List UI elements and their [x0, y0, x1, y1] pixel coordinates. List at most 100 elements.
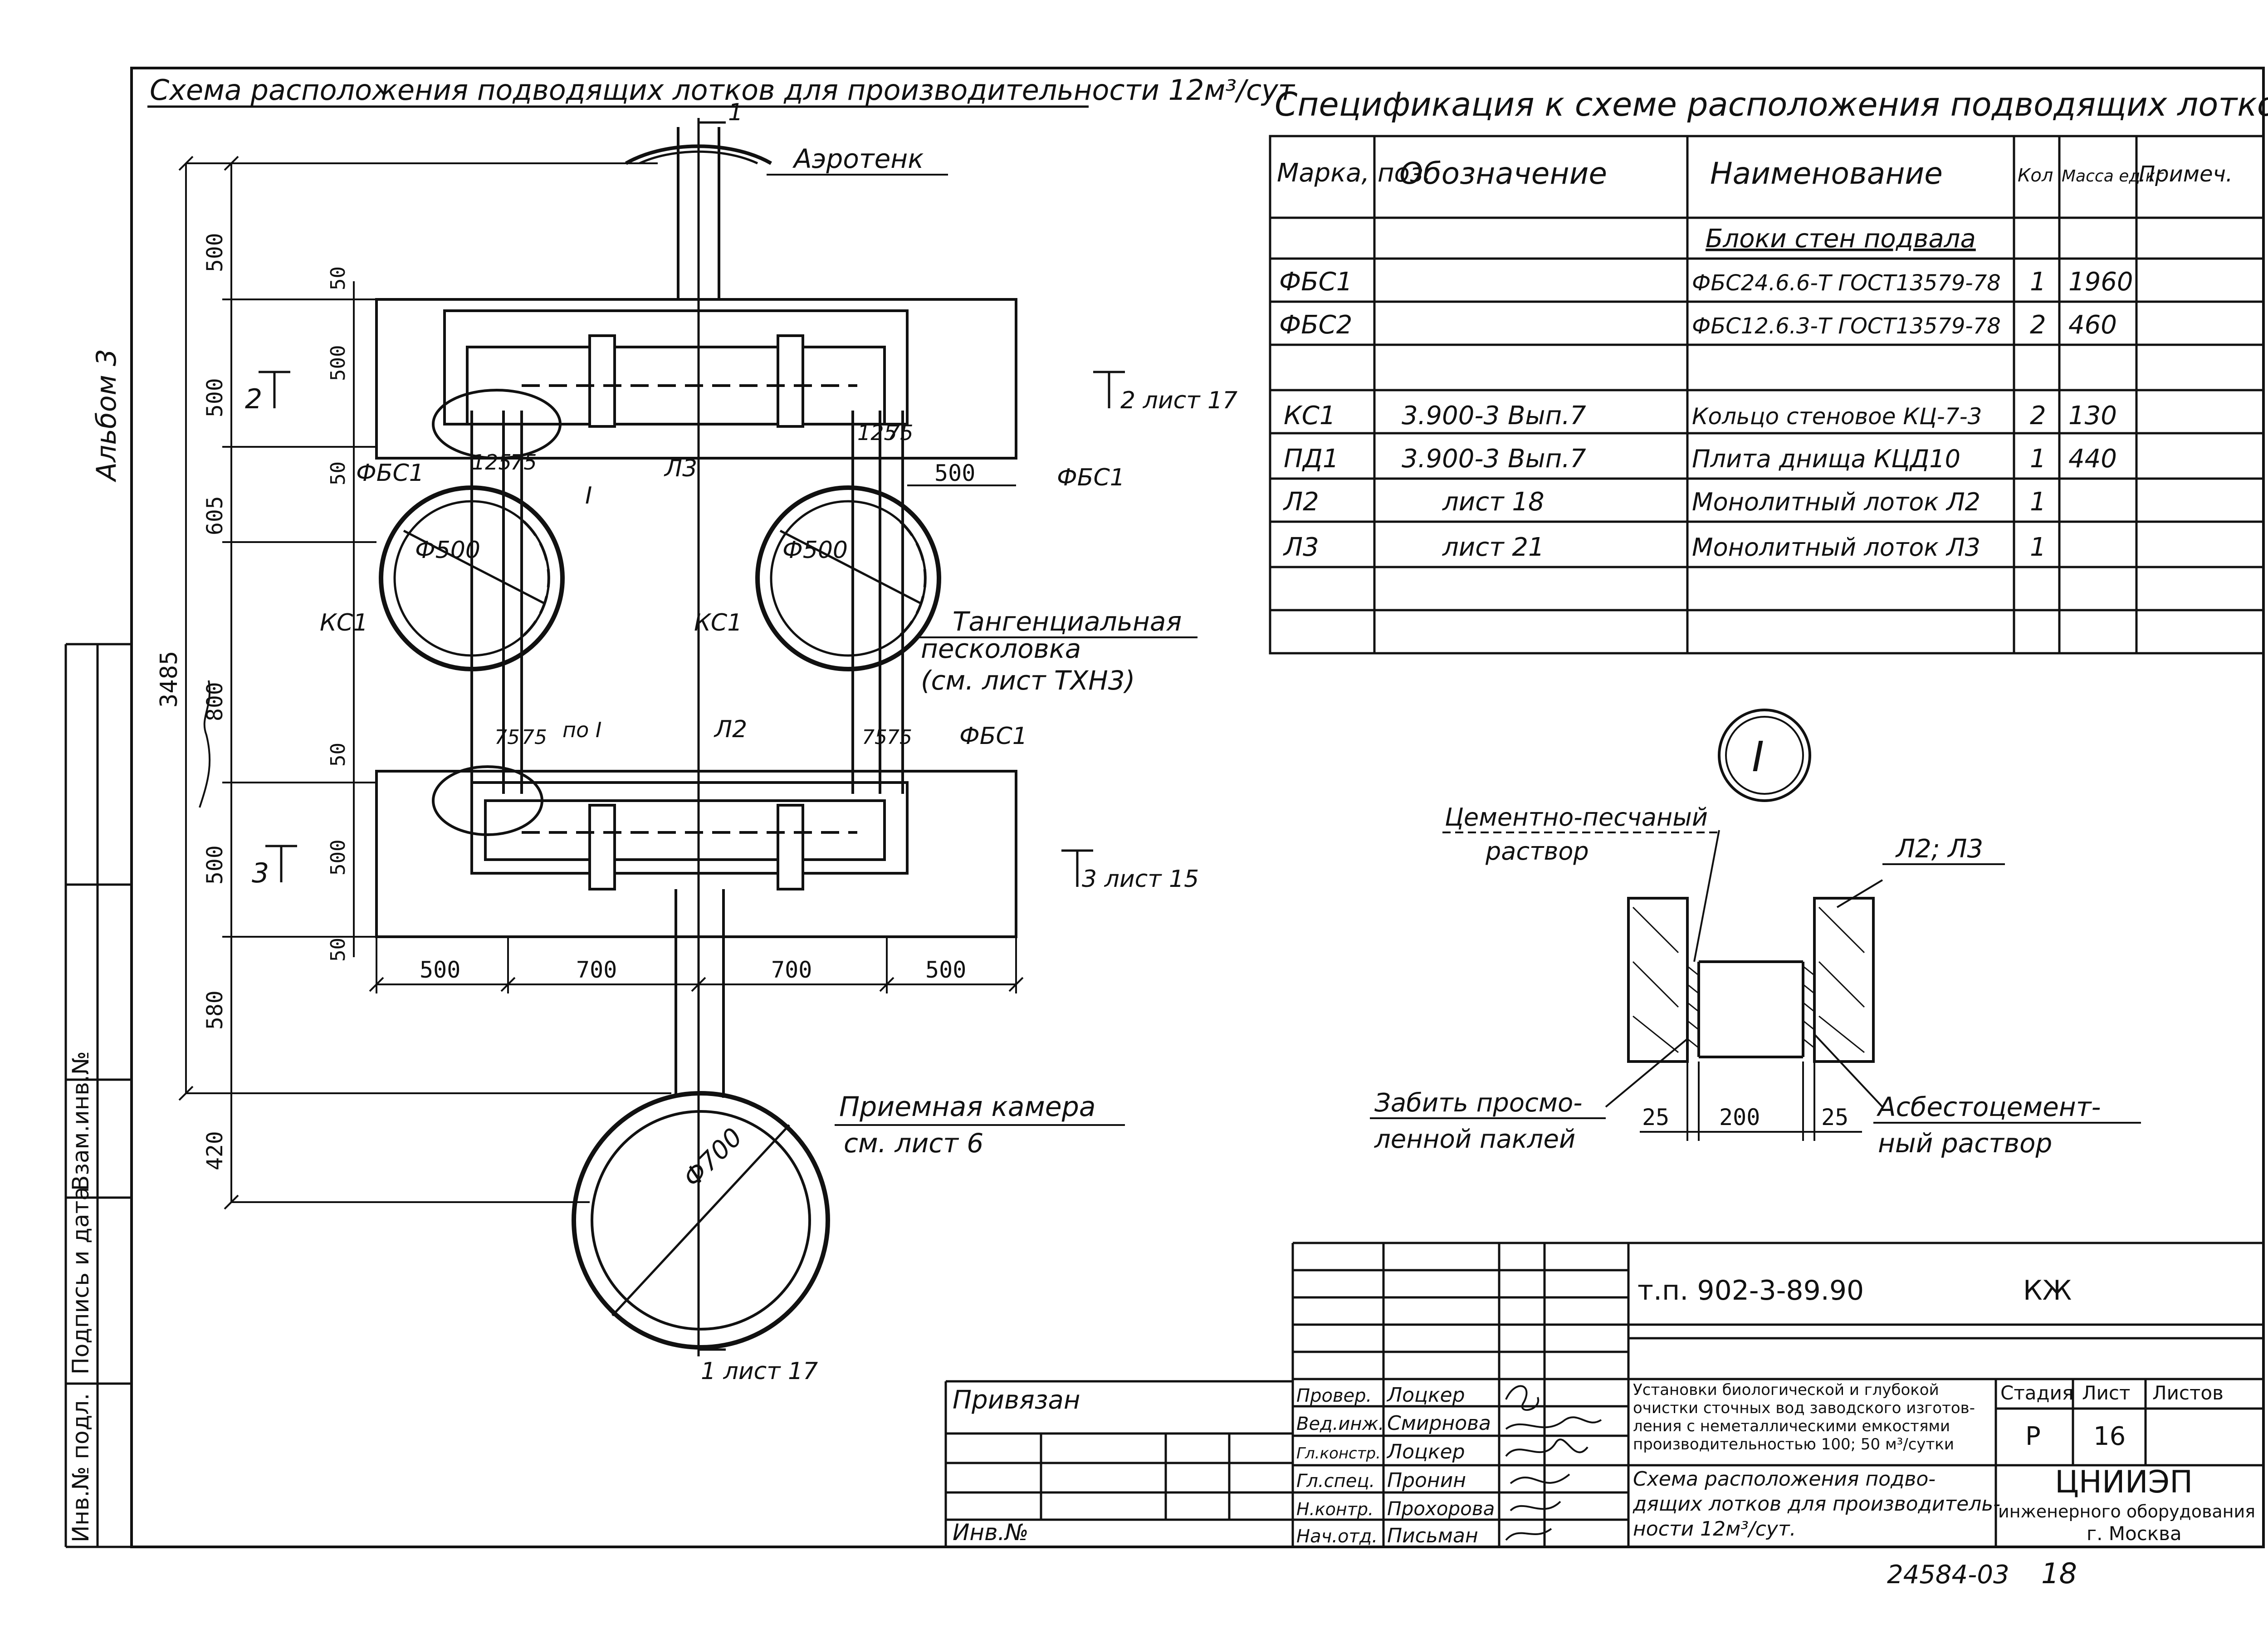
stamp-attached: Привязан	[953, 1385, 1080, 1415]
strip-sign-label: Подпись и дата	[68, 1187, 94, 1375]
spec-row-6-name: Монолитный лоток Л2	[1692, 488, 1980, 516]
spec-row-0-name: Блоки стен подвала	[1706, 224, 1976, 254]
spec-row-5-designation: 3.900-3 Вып.7	[1402, 444, 1586, 474]
spec-row-4-designation: 3.900-3 Вып.7	[1402, 401, 1586, 431]
dim-75-left-low-2: 75	[522, 726, 547, 749]
detail-tow-1: Забить просмо-	[1374, 1088, 1583, 1118]
spec-row-4-name: Кольцо стеновое КЦ-7-3	[1692, 403, 1982, 430]
stamp-org-city: г. Москва	[2087, 1522, 2182, 1545]
role-5: Нач.отд.	[1296, 1526, 1378, 1547]
detail-tow-2: ленной паклей	[1374, 1125, 1575, 1154]
label-tangential: Тангенциальная	[953, 606, 1182, 637]
dim-h-700-1: 700	[576, 957, 617, 983]
label-sandtrap-ref: (см. лист ТХН3)	[921, 665, 1135, 696]
stamp-grid	[944, 1242, 2263, 1547]
detail-cement-2: раствор	[1485, 837, 1589, 866]
spec-row-7-qty: 1	[2030, 533, 2046, 562]
spec-rows: Блоки стен подвала ФБС1 ФБС24.6.6-Т ГОСТ…	[1279, 224, 2133, 562]
spec-header-mass: Масса ед.кг	[2062, 167, 2164, 186]
label-phi500-left: Ф500	[415, 537, 480, 564]
label-receiving: Приемная камера	[839, 1091, 1096, 1123]
cut-2-left: 2	[245, 383, 262, 415]
stamp-stage: Р	[2025, 1422, 2041, 1451]
dimension-lines	[178, 156, 1024, 1210]
stamp-desc-4: производительностью 100; 50 м³/сутки	[1633, 1435, 1954, 1453]
spec-row-2-mark: ФБС2	[1279, 310, 1352, 340]
spec-header-qty: Кол	[2018, 165, 2053, 186]
dim-125-right: 125	[857, 421, 897, 445]
stamp-sheet-number: 16	[2093, 1422, 2126, 1451]
spec-row-4-mass: 130	[2068, 401, 2117, 431]
spec-row-6-designation: лист 18	[1442, 487, 1545, 517]
stamp-mark: КЖ	[2023, 1275, 2072, 1306]
label-fbs1-right: ФБС1	[1057, 464, 1125, 491]
stamp-desc-2: очистки сточных вод заводского изготов-	[1633, 1399, 1975, 1417]
cut-2-right: 2 лист 17	[1120, 387, 1237, 414]
detail-dim-25-left: 25	[1642, 1104, 1669, 1130]
section-lines	[259, 118, 1125, 1356]
stamp-org-dept: инженерного оборудования	[1998, 1502, 2255, 1521]
footer-code: 24584-03	[1887, 1560, 2009, 1590]
left-strip	[64, 643, 132, 1548]
role-1-name: Смирнова	[1387, 1412, 1491, 1435]
dim-i-500-2: 500	[327, 840, 350, 876]
spec-header-designation: Обозначение	[1399, 156, 1607, 191]
label-sandtrap: песколовка	[921, 633, 1081, 664]
label-node-i: I	[585, 482, 592, 509]
dim-i-50-3: 50	[327, 743, 350, 767]
dim-h-500-1: 500	[420, 957, 460, 983]
stamp-sheet-title-1: Схема расположения подво-	[1633, 1468, 1936, 1491]
stamp-sheets-label: Листов	[2152, 1382, 2224, 1404]
dim-h-500-right: 500	[934, 460, 975, 486]
role-2: Гл.констр.	[1296, 1444, 1381, 1463]
label-phi700: Ф700	[678, 1122, 748, 1193]
role-2-name: Лоцкер	[1386, 1440, 1465, 1463]
role-3: Гл.спец.	[1296, 1471, 1375, 1492]
dim-i-50-2: 50	[327, 461, 350, 485]
dim-v-420: 420	[202, 1131, 228, 1170]
role-4: Н.контр.	[1296, 1499, 1374, 1519]
dim-total-3485: 3485	[156, 651, 183, 708]
detail-asb-1: Асбестоцемент-	[1876, 1091, 2101, 1122]
dim-h-700-2: 700	[771, 957, 812, 983]
spec-row-2-name: ФБС12.6.3-Т ГОСТ13579-78	[1692, 313, 2001, 339]
detail-cement-1: Цементно-песчаный	[1445, 803, 1708, 832]
spec-row-4-qty: 2	[2030, 401, 2046, 431]
spec-row-6-mark: Л2	[1283, 487, 1319, 517]
plan-title: Схема расположения подводящих лотков для…	[150, 73, 1295, 107]
spec-table-grid	[1269, 135, 2265, 655]
dim-75-right-low-2: 75	[887, 726, 912, 749]
label-kc1-right: КС1	[694, 609, 742, 636]
stamp-sheet-title-2: дящих лотков для производитель-	[1633, 1492, 2000, 1516]
label-l2: Л2	[714, 716, 747, 743]
role-0: Провер.	[1296, 1385, 1372, 1406]
dim-75-right: 75	[887, 421, 914, 445]
cut-3-left: 3	[252, 857, 269, 889]
detail-asb-2: ный раствор	[1878, 1128, 2052, 1159]
stamp-stage-label: Стадия	[2000, 1382, 2073, 1404]
dim-v-605: 605	[202, 496, 228, 535]
spec-row-7-mark: Л3	[1283, 533, 1319, 562]
signatures	[199, 680, 1602, 1541]
hidden-lines	[522, 384, 927, 834]
spec-row-2-mass: 460	[2068, 310, 2117, 340]
plan-drawing	[375, 127, 1017, 1350]
spec-header-note: Примеч.	[2139, 161, 2233, 187]
spec-title: Спецификация к схеме расположения подвод…	[1275, 85, 2268, 123]
detail-marker: I	[1752, 733, 1764, 781]
role-0-name: Лоцкер	[1386, 1384, 1465, 1407]
stamp-roles: Провер. Лоцкер Вед.инж. Смирнова Гл.конс…	[1296, 1384, 1495, 1547]
dim-i-50-1: 50	[327, 266, 350, 290]
label-fbs1-left: ФБС1	[356, 460, 424, 487]
cut-1-bottom: 1 лист 17	[701, 1358, 818, 1385]
label-kc1-left: КС1	[320, 609, 368, 636]
dim-i-500-1: 500	[327, 345, 350, 381]
dim-75-left-low: 75	[494, 726, 520, 749]
label-l3: Л3	[664, 455, 697, 482]
stamp-desc-3: ления с неметаллическими емкостями	[1633, 1417, 1950, 1435]
detail-node	[1605, 709, 1883, 1141]
spec-row-4-mark: КС1	[1284, 401, 1336, 431]
stamp-sheet-label: Лист	[2082, 1382, 2130, 1404]
spec-row-2-qty: 2	[2030, 310, 2046, 340]
